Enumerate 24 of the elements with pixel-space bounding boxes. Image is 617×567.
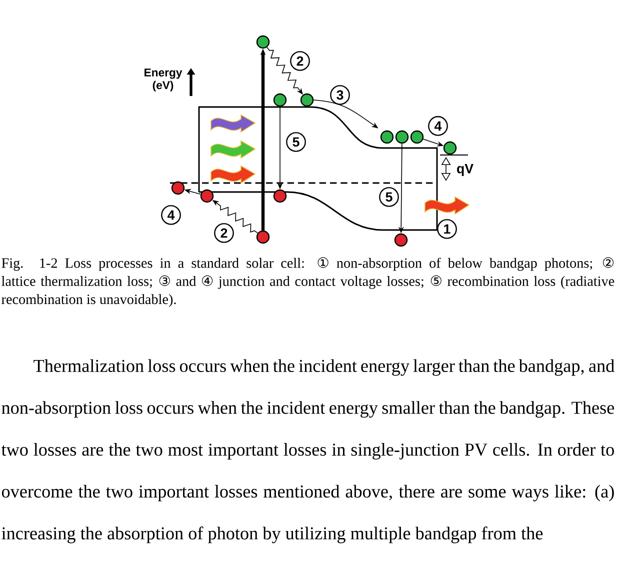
particle-circle <box>200 189 214 203</box>
particle-circle <box>171 181 185 195</box>
particle-circle <box>380 130 394 144</box>
edge-label: 2 <box>290 51 310 71</box>
edge-label: 2 <box>214 223 234 243</box>
particle-circle <box>273 189 287 203</box>
body-paragraph: Thermalization loss occurs when the incident energy larger than the bandgap, and non-absorption loss occurs when the incident energy smaller than the bandgap. These two losses are the two most important losses in single-junction PV cells. In order to overcome the two important losses mentioned above, there are some ways like: (a) increasing the absorption of photon by utilizing multiple bandgap from the <box>1 359 614 544</box>
particle-circle <box>410 130 424 144</box>
particle-circle <box>256 35 270 49</box>
particle-circle <box>395 130 409 144</box>
edge-label: 5 <box>379 187 399 207</box>
particle-circle <box>256 230 270 244</box>
edge-label: 5 <box>286 132 306 152</box>
particle-circle <box>300 93 314 107</box>
edge-label: 4 <box>161 205 181 225</box>
particle-circle <box>443 141 457 155</box>
callout-number: 1 <box>437 219 457 239</box>
axis-label: Energy (eV) <box>144 68 182 92</box>
particle-circle <box>394 233 408 247</box>
figure-caption: Fig. 1-2 Loss processes in a standard solar cell: ① non-absorption of below bandgap photons; ② lattice thermalization loss; ③ and ④ junction and contact voltage losses; ⑤ recombination loss (radiative recombination is unavoidable). <box>2 257 614 307</box>
edge-label: 4 <box>428 116 448 136</box>
particle-circle <box>273 93 287 107</box>
edge-label: 3 <box>330 85 350 105</box>
voltage-label: qV <box>457 164 474 176</box>
